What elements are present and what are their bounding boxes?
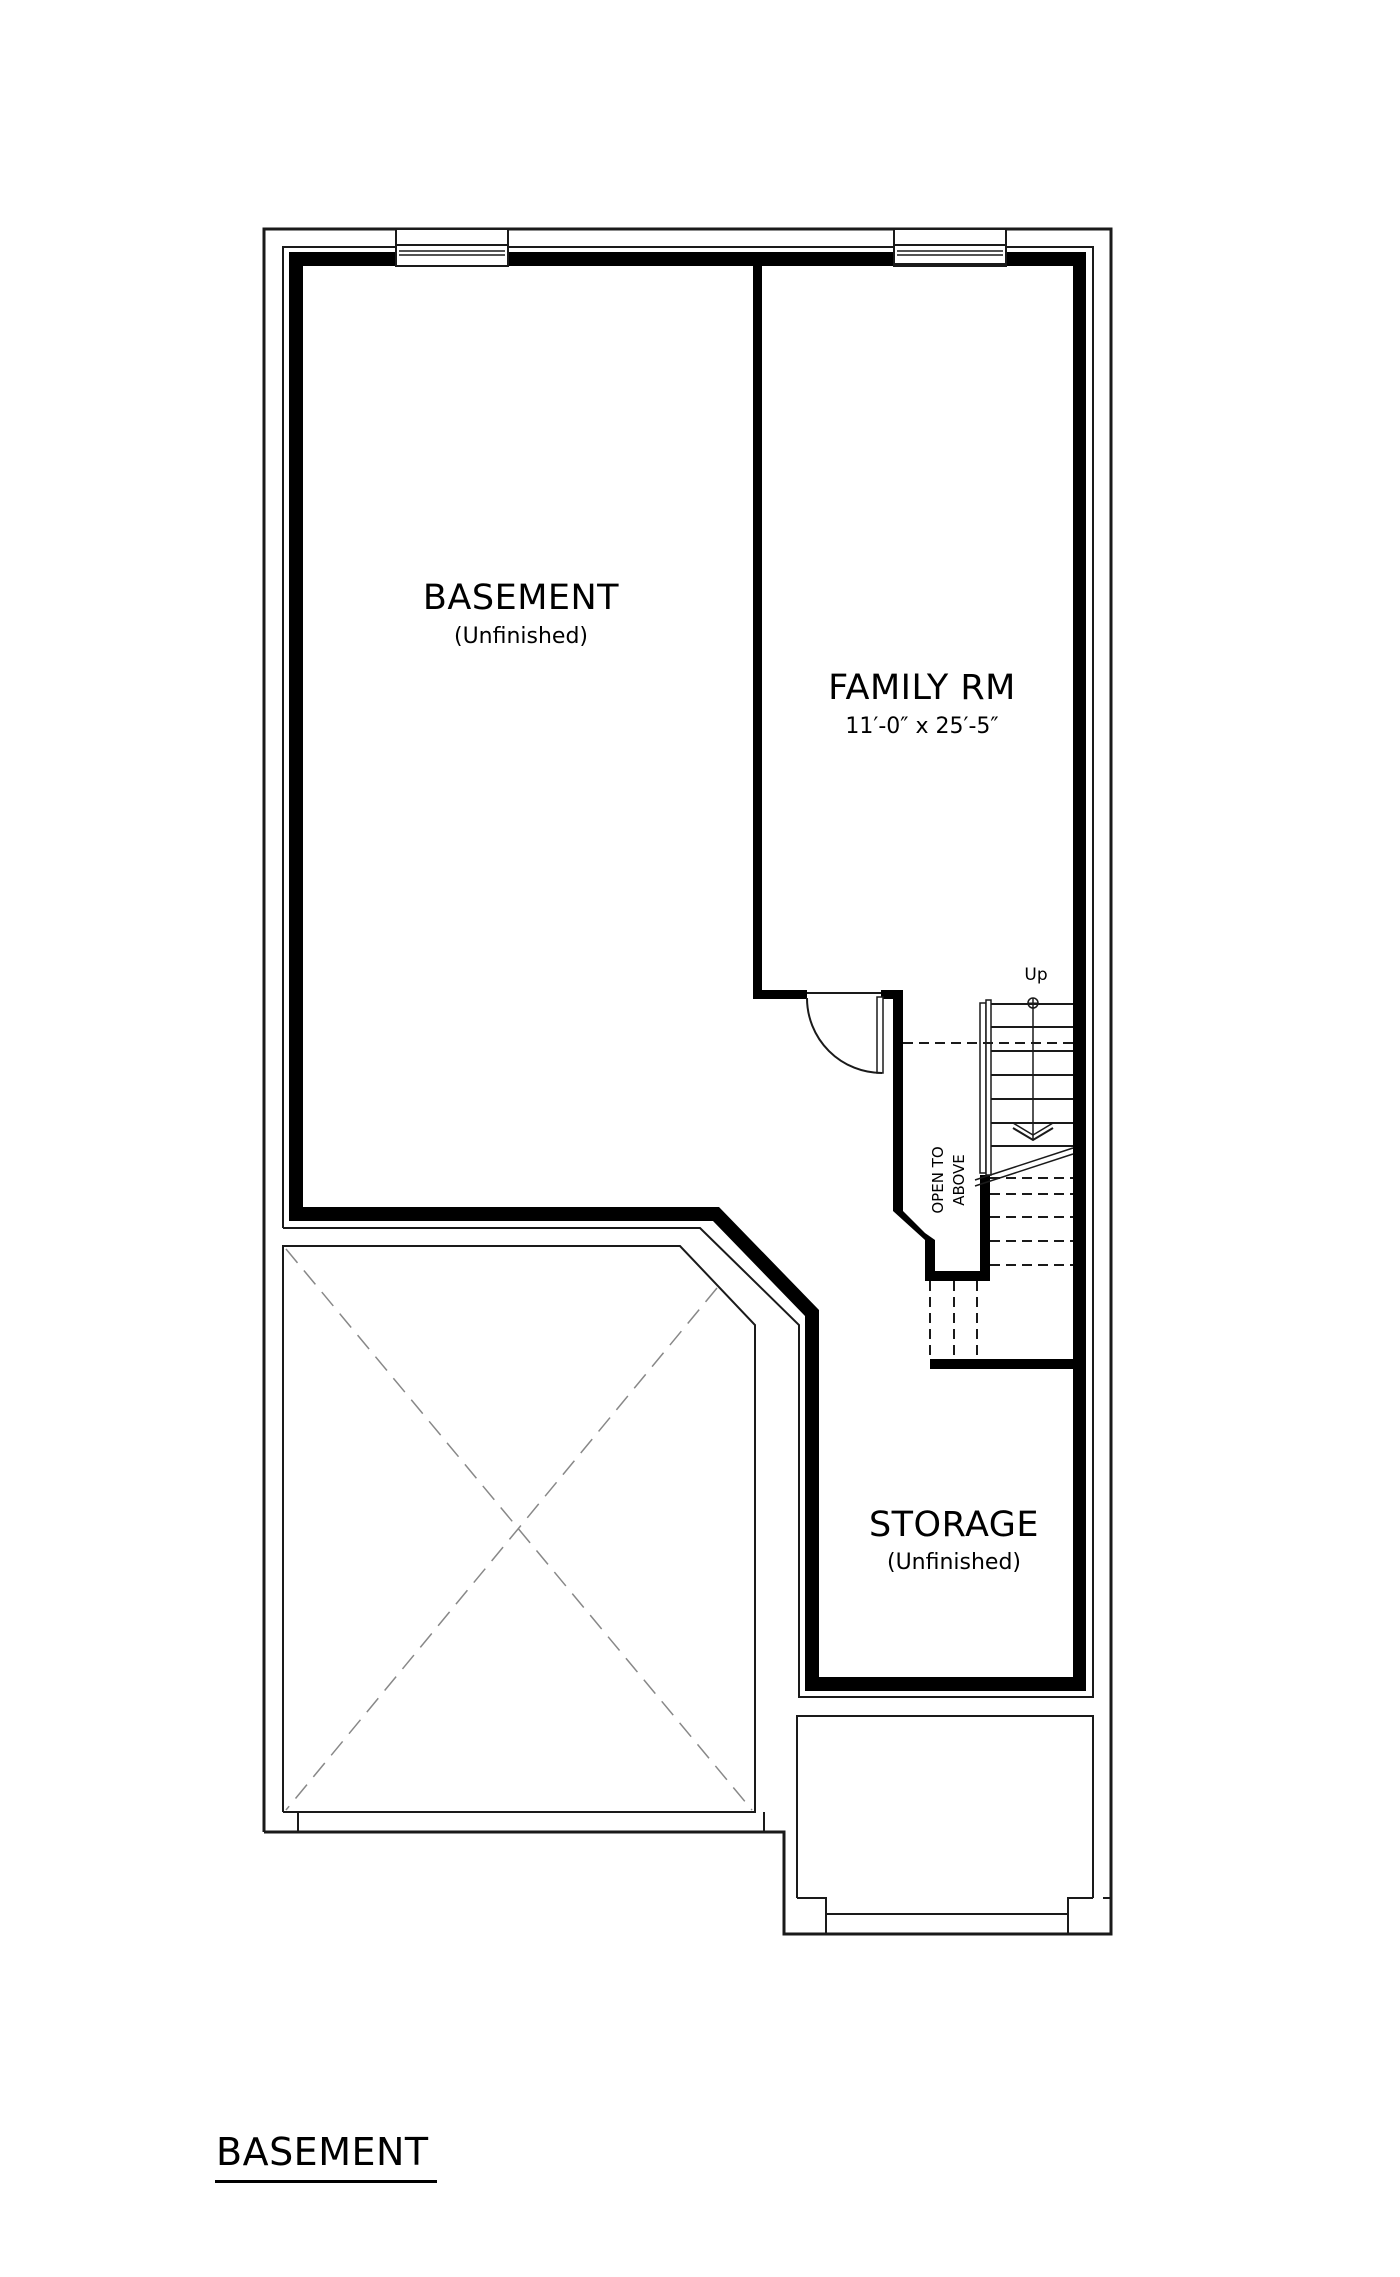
stair-wall [893, 990, 990, 1281]
plan-title-underline [215, 2180, 437, 2183]
room-label-family: FAMILY RM [828, 668, 1016, 708]
room-dimensions-family: 11′-0″ x 25′-5″ [845, 714, 998, 739]
inner-outline-upper [282, 246, 1094, 1698]
family-bottom-wall [753, 990, 807, 999]
plan-title: BASEMENT [216, 2130, 429, 2174]
open-to-above-line2: ABOVE [950, 1154, 968, 1206]
exterior-wall [289, 252, 1086, 1691]
family-bottom-wall-right [881, 990, 903, 999]
room-note-basement: (Unfinished) [454, 624, 588, 649]
porch [796, 1715, 1111, 1934]
window-right [893, 228, 1007, 267]
garage-area [282, 1245, 765, 1832]
room-label-storage: STORAGE [869, 1505, 1039, 1545]
stair-direction-arrow [1012, 997, 1054, 1142]
room-label-basement: BASEMENT [423, 578, 619, 618]
stair-up-label: Up [1024, 965, 1047, 985]
outer-outline [262, 227, 1113, 1936]
family-left-wall [753, 266, 762, 998]
door[interactable] [806, 992, 884, 1074]
staircase [903, 999, 1074, 1359]
room-note-storage: (Unfinished) [887, 1550, 1021, 1575]
open-to-above-line1: OPEN TO [929, 1146, 947, 1213]
window-left [395, 228, 509, 267]
